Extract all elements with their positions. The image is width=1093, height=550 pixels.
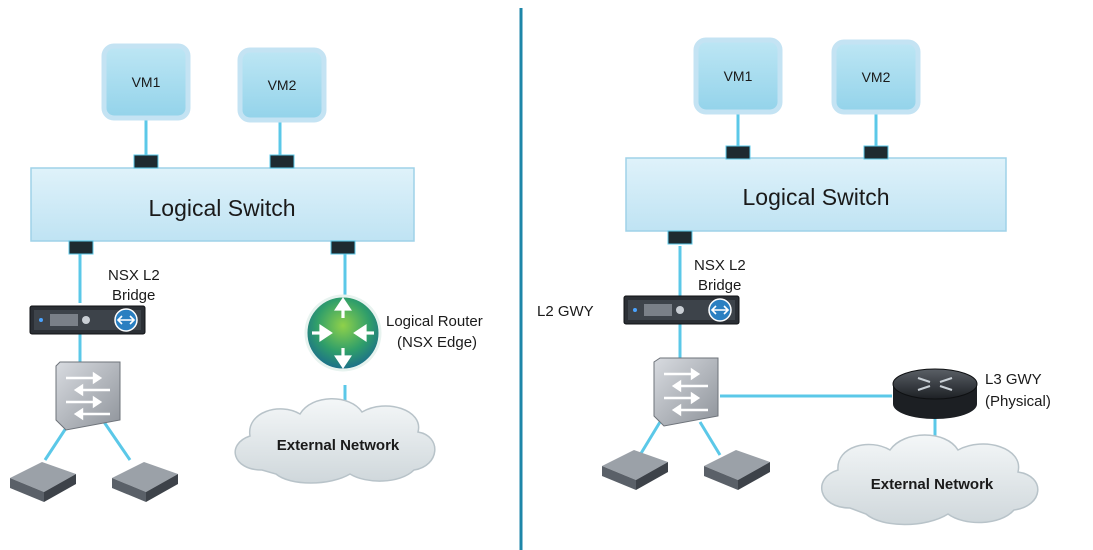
left-vm1[interactable]: VM1 bbox=[101, 43, 191, 121]
right-l2-gwy-label: L2 GWY bbox=[537, 303, 594, 320]
left-bridge-server[interactable] bbox=[29, 305, 146, 335]
left-router-label-line2: (NSX Edge) bbox=[397, 334, 477, 351]
right-l3-gateway-router-icon[interactable] bbox=[892, 368, 978, 419]
right-bridge-label-line2: Bridge bbox=[698, 277, 741, 294]
right-bridge-label-line1: NSX L2 bbox=[694, 257, 746, 274]
right-l3-gwy-label-line1: L3 GWY bbox=[985, 371, 1042, 388]
right-vm2-label: VM2 bbox=[862, 69, 891, 85]
right-l3-gwy-label-line2: (Physical) bbox=[985, 393, 1051, 410]
left-vm2-label: VM2 bbox=[268, 77, 297, 93]
right-host-server-1[interactable] bbox=[602, 450, 668, 490]
left-physical-switch[interactable] bbox=[55, 361, 121, 431]
right-port-vm1 bbox=[725, 145, 751, 160]
right-physical-switch[interactable] bbox=[653, 357, 719, 427]
left-external-network-label: External Network bbox=[277, 437, 400, 454]
right-port-vm2 bbox=[863, 145, 889, 160]
left-port-bridge bbox=[68, 240, 94, 255]
right-host-server-2[interactable] bbox=[704, 450, 770, 490]
right-port-bridge bbox=[667, 230, 693, 245]
left-port-vm2 bbox=[269, 154, 295, 169]
left-host-server-2[interactable] bbox=[112, 462, 178, 502]
right-links bbox=[638, 112, 937, 456]
right-bridge-server[interactable] bbox=[623, 295, 740, 325]
left-port-router bbox=[330, 240, 356, 255]
left-router-label-line1: Logical Router bbox=[386, 313, 483, 330]
left-switch-label: Logical Switch bbox=[148, 195, 295, 221]
left-host-server-1[interactable] bbox=[10, 462, 76, 502]
left-panel: VM1 VM2 Logical Switch NSX L2 Bridge bbox=[10, 43, 483, 502]
right-switch-label: Logical Switch bbox=[742, 184, 889, 210]
right-external-network-cloud[interactable]: External Network bbox=[821, 434, 1039, 526]
right-vm1[interactable]: VM1 bbox=[693, 37, 783, 115]
left-bridge-label-line2: Bridge bbox=[112, 287, 155, 304]
left-vm1-label: VM1 bbox=[132, 74, 161, 90]
left-external-network-cloud[interactable]: External Network bbox=[234, 398, 436, 484]
left-logical-switch[interactable]: Logical Switch bbox=[30, 167, 415, 242]
left-bridge-label-line1: NSX L2 bbox=[108, 267, 160, 284]
left-vm2[interactable]: VM2 bbox=[237, 47, 327, 123]
right-panel: VM1 VM2 Logical Switch NSX L2 Bridge L2 … bbox=[537, 37, 1051, 526]
right-vm1-label: VM1 bbox=[724, 68, 753, 84]
left-port-vm1 bbox=[133, 154, 159, 169]
left-logical-router-icon[interactable] bbox=[304, 294, 382, 372]
right-vm2[interactable]: VM2 bbox=[831, 39, 921, 115]
right-logical-switch[interactable]: Logical Switch bbox=[625, 157, 1007, 232]
right-external-network-label: External Network bbox=[871, 476, 994, 493]
